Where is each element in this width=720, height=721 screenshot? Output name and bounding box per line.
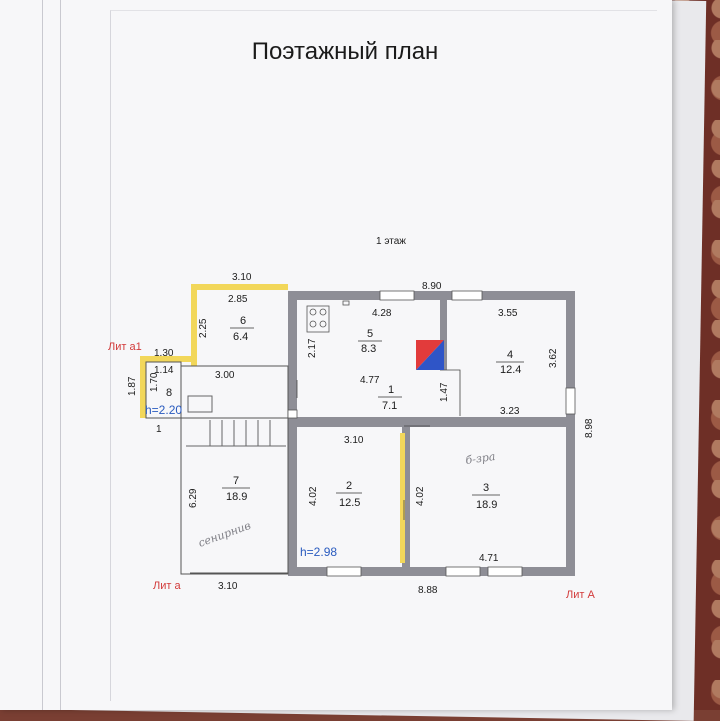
room-6-area: 6.4	[233, 331, 248, 343]
dim-r5-428: 4.28	[372, 308, 392, 319]
doors	[296, 369, 461, 520]
room-4-number: 4	[507, 349, 513, 361]
dim-a1-187: 1.87	[127, 376, 138, 396]
room-5-number: 5	[367, 328, 373, 340]
lit-a1-label: Лит а1	[108, 341, 142, 353]
room-2-area: 12.5	[339, 497, 360, 509]
lit-a-main-label: Лит А	[566, 589, 595, 601]
room-8-number: 8	[166, 387, 172, 399]
room-3-number: 3	[483, 482, 489, 494]
stairs	[186, 395, 286, 447]
room-7-area: 18.9	[226, 491, 247, 503]
handwritten-note-room3: б-зра	[465, 450, 497, 467]
room-2-number: 2	[346, 480, 352, 492]
dim-r6-285: 2.85	[228, 294, 248, 305]
handwritten-note-room7: сенирнив	[197, 519, 253, 550]
dim-top-310: 3.10	[232, 272, 252, 283]
wall-left	[288, 291, 297, 576]
page-title: Поэтажный план	[251, 38, 439, 65]
room-6-number: 6	[240, 315, 246, 327]
house-height: h=2.98	[300, 545, 337, 559]
dim-bottom-888: 8.88	[418, 585, 438, 596]
dim-r2-402: 4.02	[308, 486, 319, 506]
dim-a1-170: 1.70	[149, 372, 160, 392]
dim-a1-130: 1.30	[154, 348, 174, 359]
a1-top-wall	[140, 356, 191, 362]
dim-right-898: 8.98	[584, 418, 595, 438]
floor-label: 1 этаж	[376, 236, 406, 247]
room-3-area: 18.9	[476, 499, 497, 511]
r2-right-yellow	[400, 433, 405, 563]
dim-r8-300: 3.00	[215, 370, 235, 381]
document-sheet: Поэтажный план 1 этаж	[0, 0, 672, 710]
binding-line	[42, 0, 43, 710]
r6-left-wall	[191, 284, 197, 366]
dim-r7-629: 6.29	[188, 488, 199, 508]
dim-r4-323: 3.23	[500, 406, 520, 417]
veranda-height: h=2.20	[145, 403, 182, 417]
room-7-number: 7	[233, 475, 239, 487]
dim-bottom-310: 3.10	[218, 581, 238, 592]
dim-r3-402: 4.02	[415, 486, 426, 506]
dim-r1-147: 1.47	[439, 382, 450, 402]
dim-top-890: 8.90	[422, 281, 442, 292]
boiler-icon	[416, 340, 444, 370]
stove-icon	[306, 300, 350, 333]
wall-middle	[297, 417, 567, 427]
light-walls	[140, 284, 405, 563]
room-4-area: 12.4	[500, 364, 521, 376]
wall-top	[288, 291, 575, 300]
a1-left-wall	[140, 356, 146, 418]
room-1-area: 7.1	[382, 400, 397, 412]
main-walls	[288, 291, 575, 576]
dim-r2-310: 3.10	[344, 435, 364, 446]
veranda-outline	[145, 361, 289, 575]
dim-r4-355: 3.55	[498, 308, 518, 319]
dim-r6-225: 2.25	[198, 318, 209, 338]
marker-one: 1	[156, 424, 162, 435]
dim-r4-362: 3.62	[548, 348, 559, 368]
page-frame	[110, 10, 657, 701]
dim-r3-471: 4.71	[479, 553, 499, 564]
lit-a-label: Лит а	[153, 580, 181, 592]
room-5-area: 8.3	[361, 343, 376, 355]
wall-r4-left	[440, 300, 447, 370]
wall-right	[566, 291, 575, 576]
dim-r5-217: 2.17	[307, 338, 318, 358]
room-1-number: 1	[388, 384, 394, 396]
dim-a1-114: 1.14	[154, 365, 174, 376]
a1-box	[145, 361, 182, 419]
r6-top-wall	[191, 284, 288, 290]
wall-bottom	[288, 567, 575, 576]
veranda-box	[180, 365, 289, 575]
windows	[287, 290, 576, 577]
binding-line	[60, 0, 61, 710]
dim-r1-477: 4.77	[360, 375, 380, 386]
wall-r2-r3	[402, 427, 410, 567]
